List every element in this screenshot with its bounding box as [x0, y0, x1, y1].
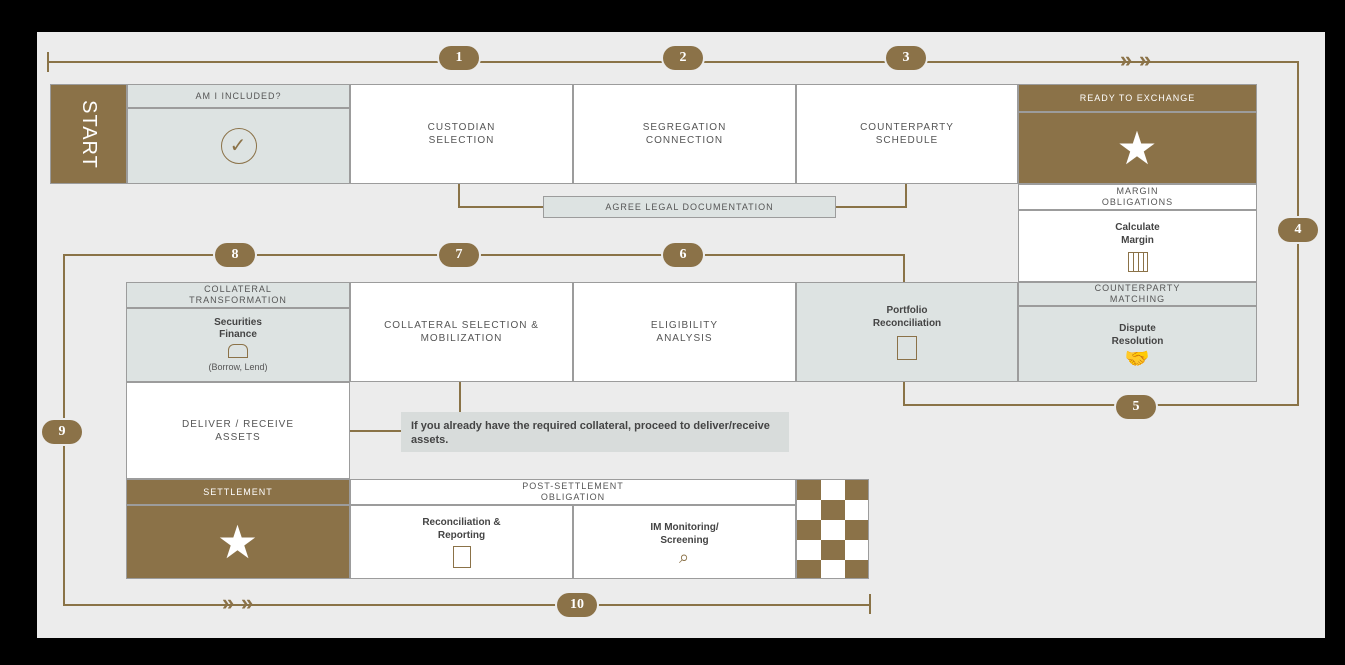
diagram-canvas: » » » » START AM I INCLUDED? ✓ CUSTODIAN…	[37, 32, 1325, 638]
segregation-connection-label: SEGREGATION CONNECTION	[642, 122, 727, 146]
star-icon: ★	[216, 516, 260, 568]
margin-obligations-header: MARGIN OBLIGATIONS	[1018, 184, 1257, 210]
counterparty-matching-label: COUNTERPARTY MATCHING	[1094, 283, 1181, 304]
counterparty-schedule-cell: COUNTERPARTY SCHEDULE	[796, 84, 1018, 184]
ready-to-exchange-header: READY TO EXCHANGE	[1018, 84, 1257, 112]
step-badge-4: 4	[1278, 218, 1318, 242]
step-badge-6: 6	[663, 243, 703, 267]
am-i-included-cell: ✓	[127, 108, 350, 184]
settlement-header: SETTLEMENT	[126, 479, 350, 505]
collateral-selection-cell: COLLATERAL SELECTION & MOBILIZATION	[350, 282, 573, 382]
legal-right-drop	[905, 182, 907, 206]
im-monitoring-label: IM Monitoring/ Screening	[650, 521, 719, 546]
custodian-selection-cell: CUSTODIAN SELECTION	[350, 84, 573, 184]
top-start-tick	[47, 52, 49, 72]
portfolio-reconciliation-cell: Portfolio Reconciliation	[796, 282, 1018, 382]
step-badge-5: 5	[1116, 395, 1156, 419]
settlement-cell: ★	[126, 505, 350, 579]
eligibility-analysis-cell: ELIGIBILITY ANALYSIS	[573, 282, 796, 382]
bottom-end-tick	[869, 594, 871, 614]
dispute-resolution-cell: Dispute Resolution 🤝	[1018, 306, 1257, 382]
reconciliation-reporting-label: Reconciliation & Reporting	[422, 517, 501, 541]
magnifier-icon: ⌕	[678, 546, 691, 567]
start-block: START	[50, 84, 127, 184]
portfolio-drop-line	[903, 382, 905, 406]
im-monitoring-cell: IM Monitoring/ Screening ⌕	[573, 505, 796, 579]
collateral-note: If you already have the required collate…	[401, 412, 789, 452]
step-badge-8: 8	[215, 243, 255, 267]
dispute-resolution-label: Dispute Resolution	[1111, 323, 1164, 347]
post-settlement-header: POST-SETTLEMENT OBLIGATION	[350, 479, 796, 505]
counterparty-schedule-label: COUNTERPARTY SCHEDULE	[860, 122, 954, 146]
calculate-margin-cell: Calculate Margin	[1018, 210, 1257, 282]
calculator-icon	[1127, 251, 1148, 272]
eligibility-analysis-label: ELIGIBILITY ANALYSIS	[650, 320, 719, 344]
step-badge-10: 10	[557, 593, 597, 617]
counterparty-matching-header: COUNTERPARTY MATCHING	[1018, 282, 1257, 306]
ready-to-exchange-cell: ★	[1018, 112, 1257, 184]
start-label: START	[78, 99, 100, 169]
checkmark-icon: ✓	[220, 128, 257, 164]
portfolio-reconciliation-label: Portfolio Reconciliation	[872, 305, 942, 329]
securities-finance-cell: Securities Finance (Borrow, Lend)	[126, 308, 350, 382]
post-settlement-label: POST-SETTLEMENT OBLIGATION	[522, 481, 624, 502]
flow-arrow-bottom-2: »	[241, 590, 253, 615]
middle-right-tick	[903, 254, 905, 282]
collateral-selection-label: COLLATERAL SELECTION & MOBILIZATION	[384, 320, 539, 344]
agree-legal-documentation: AGREE LEGAL DOCUMENTATION	[543, 196, 836, 218]
bottom-flow-line	[63, 604, 871, 606]
step-badge-3: 3	[886, 46, 926, 70]
handshake-icon: 🤝	[1124, 348, 1151, 370]
clipboard-icon	[452, 546, 471, 568]
note-connector	[349, 430, 401, 432]
step-badge-9: 9	[42, 420, 82, 444]
legal-left-drop	[458, 182, 460, 206]
step-badge-2: 2	[663, 46, 703, 70]
middle-flow-line	[63, 254, 905, 256]
star-icon: ★	[1116, 122, 1159, 174]
margin-obligations-label: MARGIN OBLIGATIONS	[1101, 186, 1174, 207]
lock-icon	[228, 343, 248, 358]
securities-finance-label: Securities Finance	[214, 316, 262, 340]
step-badge-1: 1	[439, 46, 479, 70]
bottom-right-line	[903, 404, 1299, 406]
step-badge-7: 7	[439, 243, 479, 267]
reconciliation-reporting-cell: Reconciliation & Reporting	[350, 505, 573, 579]
am-i-included-header: AM I INCLUDED?	[127, 84, 350, 108]
deliver-receive-cell: DELIVER / RECEIVE ASSETS	[126, 382, 350, 479]
borrow-lend-label: (Borrow, Lend)	[208, 361, 268, 372]
document-icon	[897, 336, 917, 360]
calculate-margin-label: Calculate Margin	[1115, 221, 1160, 246]
collateral-transformation-label: COLLATERAL TRANSFORMATION	[189, 284, 287, 305]
custodian-selection-label: CUSTODIAN SELECTION	[427, 122, 496, 146]
deliver-receive-label: DELIVER / RECEIVE ASSETS	[181, 418, 295, 443]
collateral-transformation-header: COLLATERAL TRANSFORMATION	[126, 282, 350, 308]
checkered-finish-flag	[796, 479, 869, 579]
flow-arrow-top-2: »	[1139, 47, 1151, 72]
segregation-connection-cell: SEGREGATION CONNECTION	[573, 84, 796, 184]
collateral-drop-line	[459, 382, 461, 416]
flow-arrow-bottom: »	[222, 590, 234, 615]
flow-arrow-top: »	[1120, 47, 1132, 72]
